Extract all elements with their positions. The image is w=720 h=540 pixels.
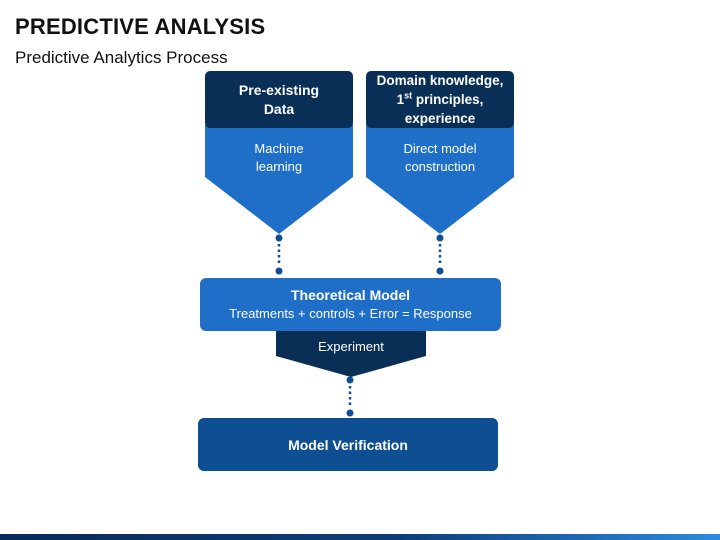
model-verification-label: Model Verification [288,436,408,453]
right-connector-top-dot [436,234,444,242]
theoretical-model-box [200,278,501,331]
right-funnel-body-text: Direct model construction [366,140,514,176]
right-connector-bottom-dot [436,267,444,275]
left-funnel-body-line2: learning [255,159,303,174]
right-funnel-header-rest: principles, [412,92,484,107]
left-connector-bottom-dot [275,267,283,275]
model-verification-box [198,418,498,471]
left-funnel-body-shape [205,125,353,234]
left-funnel-header-shape [205,71,353,128]
experiment-shape [276,330,426,377]
left-funnel-header-line1: Pre-existing [238,81,320,98]
right-funnel-body-line1: Direct model [403,141,477,156]
right-connector [436,234,444,275]
footer-accent-bar [0,534,720,540]
right-funnel [366,71,514,234]
theoretical-model-title: Theoretical Model [290,287,411,303]
right-funnel-header-text: Domain knowledge, 1st principles, experi… [366,71,514,128]
left-funnel-header-text: Pre-existing Data [205,71,353,128]
verification-connector-top-dot [346,376,354,384]
right-funnel-header-sup: st [404,90,413,101]
page-subtitle: Predictive Analytics Process [15,48,228,67]
verification-connector [346,376,354,417]
right-funnel-header-line3: experience [404,111,476,126]
left-connector [275,234,283,275]
verification-connector-bottom-dot [346,409,354,417]
right-funnel-body-line2: construction [404,159,476,174]
theoretical-model-equation: Treatments + controls + Error = Response [229,306,472,321]
right-funnel-header-line1: Domain knowledge, [376,73,504,88]
experiment-label: Experiment [318,338,384,354]
left-connector-top-dot [275,234,283,242]
theoretical-model-text: Theoretical Model Treatments + controls … [200,280,501,328]
page-title: PREDICTIVE ANALYSIS [15,14,266,39]
right-funnel-body-shape [366,125,514,234]
left-funnel [205,71,353,234]
right-funnel-header-num: 1 [396,92,405,107]
left-funnel-body-line1: Machine [254,141,304,156]
left-funnel-header-line2: Data [263,100,295,117]
right-funnel-header-shape [366,71,514,128]
left-funnel-body-text: Machine learning [205,140,353,176]
right-funnel-header-line2: 1st principles, [397,90,484,109]
